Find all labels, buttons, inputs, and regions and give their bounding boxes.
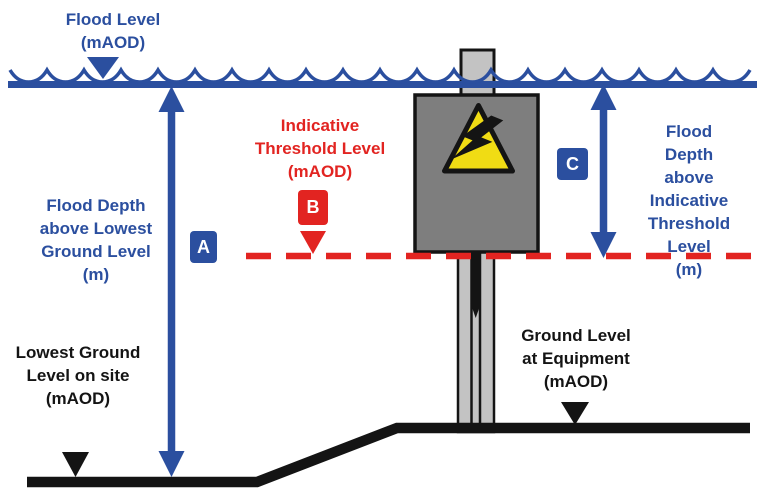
badge-a: A <box>190 231 217 263</box>
indicative-threshold-label: Indicative Threshold Level (mAOD) <box>254 116 386 181</box>
equipment-stack <box>459 48 496 102</box>
flood-level-label: Flood Level (mAOD) <box>65 10 161 52</box>
cable-conduit <box>470 252 481 318</box>
flood-level-marker-icon <box>87 57 119 79</box>
ground-profile-line <box>27 422 750 488</box>
lowest-ground-label: Lowest Ground Level on site (mAOD) <box>15 343 141 408</box>
ground-equipment-label: Ground Level at Equipment (mAOD) <box>521 326 631 391</box>
water-line <box>8 81 757 88</box>
badge-b: B <box>298 190 328 225</box>
flood-depth-lowest-label: Flood Depth above Lowest Ground Level (m… <box>39 196 153 284</box>
lightning-bolt-icon <box>450 115 504 160</box>
arrow-c-head-up <box>590 84 617 110</box>
equipment-pedestal <box>456 250 496 434</box>
arrow-a-head-up <box>158 86 185 112</box>
arrow-c-head-down <box>590 232 617 258</box>
flood-depth-threshold-label: Flood Depth above Indicative Threshold L… <box>647 122 731 279</box>
lowest-ground-marker-icon <box>62 452 89 477</box>
wave-scallops-icon <box>8 66 752 84</box>
water-surface <box>8 66 757 88</box>
arrow-a <box>158 86 185 477</box>
threshold-marker-icon <box>300 231 326 254</box>
electric-hazard-icon <box>442 103 515 174</box>
arrow-a-head-down <box>158 451 185 477</box>
arrow-c <box>590 84 617 258</box>
badge-c: C <box>557 148 588 180</box>
equipment-ground-marker-icon <box>561 402 589 425</box>
